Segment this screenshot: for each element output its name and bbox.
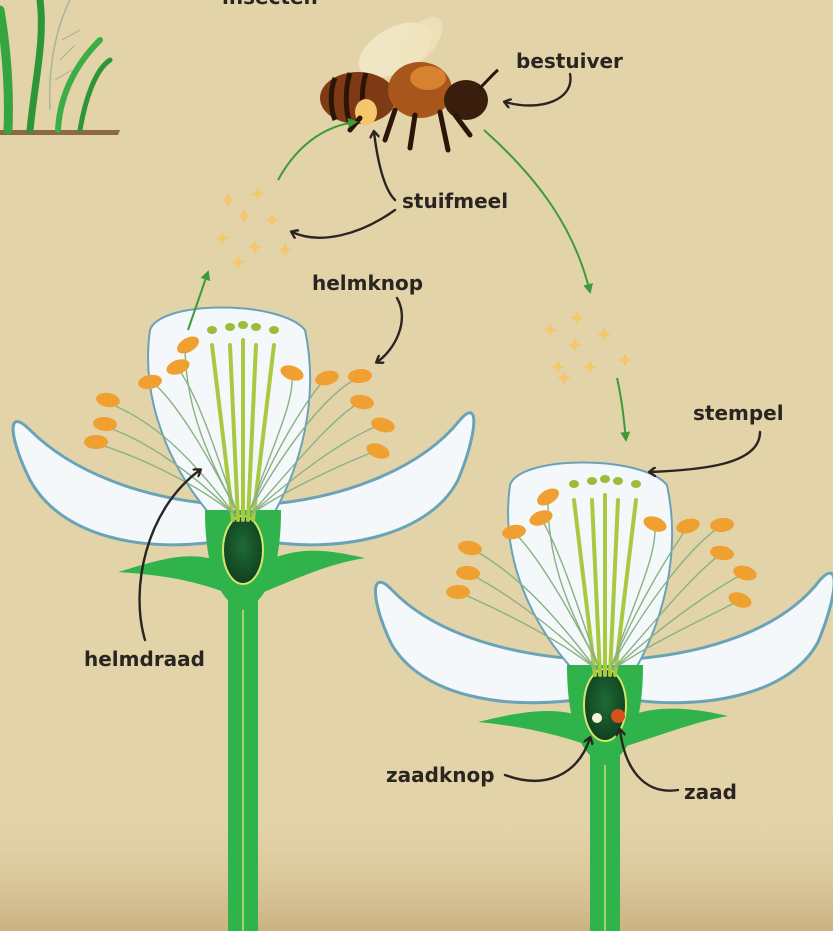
label-zaad: zaad: [684, 780, 737, 804]
pollen-cluster-left: [215, 187, 292, 269]
label-stuifmeel: stuifmeel: [402, 189, 508, 213]
flow-arrow-pollen-to-bee: [278, 122, 356, 180]
stuifmeel-arrow-pollen: [292, 210, 395, 238]
helmknop-arrow: [377, 298, 402, 362]
label-stempel: stempel: [693, 401, 784, 425]
ground: [0, 800, 833, 931]
label-zaadknop: zaadknop: [386, 763, 495, 787]
pollen-cluster-right: [543, 311, 632, 385]
bee-illustration: [320, 9, 498, 150]
label-bestuiver: bestuiver: [516, 49, 623, 73]
stempel-arrow: [650, 432, 760, 472]
zaadknop-arrow: [505, 738, 590, 781]
left-ovary: [223, 516, 263, 584]
flow-arrow-pollen-to-stigma: [617, 378, 626, 440]
label-helmdraad: helmdraad: [84, 647, 205, 671]
right-seed: [611, 709, 625, 723]
grass-decoration: [0, 0, 120, 135]
bestuiver-arrow: [505, 74, 570, 106]
label-helmknop: helmknop: [312, 271, 423, 295]
right-ovule: [592, 713, 602, 723]
header-fragment: insecten: [222, 0, 318, 9]
